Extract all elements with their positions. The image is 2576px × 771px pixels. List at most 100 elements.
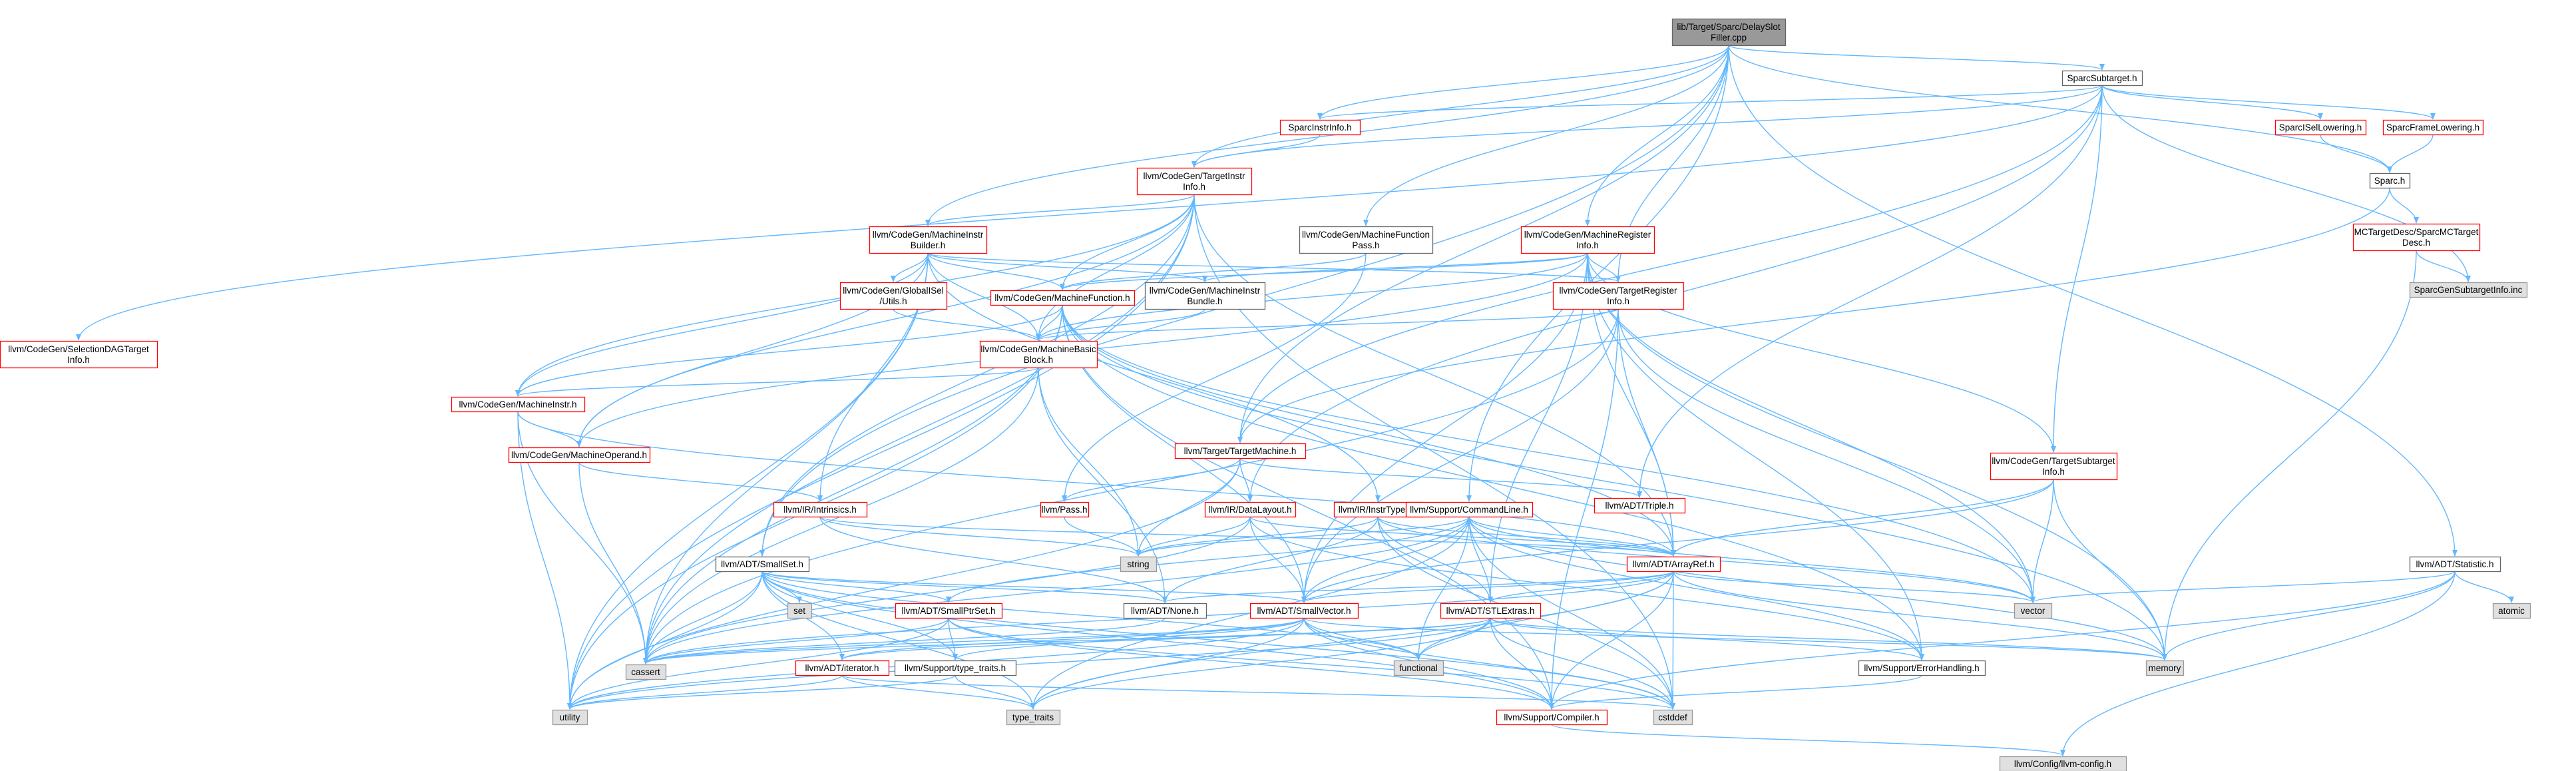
edge-root-to-sparcinstrinfo — [1317, 45, 1729, 120]
node-moperand[interactable]: llvm/CodeGen/MachineOperand.h — [508, 447, 651, 463]
node-sparcgensub: SparcGenSubtargetInfo.inc — [2409, 282, 2528, 298]
node-iterator[interactable]: llvm/ADT/iterator.h — [795, 660, 890, 676]
edge-targetreg-to-mbb — [1036, 308, 1619, 341]
node-errorhandling[interactable]: llvm/Support/ErrorHandling.h — [1858, 660, 1986, 676]
node-arrayref[interactable]: llvm/ADT/ArrayRef.h — [1626, 556, 1721, 573]
node-label: llvm/CodeGen/MachineInstr — [1150, 286, 1261, 296]
edge-stlextras-to-cstddef — [1490, 617, 1675, 710]
node-typetraits_h[interactable]: llvm/Support/type_traits.h — [894, 660, 1017, 676]
edge-sparcframe-to-sparch — [2387, 134, 2434, 173]
node-sparcframe[interactable]: SparcFrameLowering.h — [2382, 119, 2484, 136]
edge-mibuilder-to-mbb — [927, 252, 1041, 341]
node-label: functional — [1399, 663, 1438, 673]
node-cmdline[interactable]: llvm/Support/CommandLine.h — [1405, 501, 1534, 518]
edge-mbb-to-string — [1038, 367, 1141, 557]
edge-stlextras-to-errorhandling — [1490, 617, 1924, 660]
edge-smallset-to-smallptrset — [761, 571, 951, 603]
node-sparcisel[interactable]: SparcISelLowering.h — [2274, 119, 2367, 136]
edge-smallptrset-to-utility — [567, 617, 949, 710]
node-label: llvm/ADT/Statistic.h — [2416, 559, 2493, 569]
node-label: SparcInstrInfo.h — [1288, 123, 1351, 132]
edge-mibuilder-to-moperand — [576, 252, 929, 447]
node-instrtypes[interactable]: llvm/IR/InstrTypes.h — [1333, 501, 1423, 518]
edge-stlextras-to-functional — [1416, 617, 1491, 660]
edge-moperand-to-cassert — [578, 461, 648, 664]
node-label: Info.h — [2042, 467, 2065, 477]
node-box — [894, 660, 1017, 676]
edge-smallvector-to-iterator — [839, 617, 1305, 660]
node-statistic[interactable]: llvm/ADT/Statistic.h — [2409, 556, 2501, 573]
edge-root-to-mreginfo — [1585, 45, 1729, 226]
node-stlextras[interactable]: llvm/ADT/STLExtras.h — [1440, 603, 1542, 619]
node-sparcinstrinfo[interactable]: SparcInstrInfo.h — [1279, 119, 1361, 136]
edge-mreginfo-to-smallvector — [1301, 252, 1588, 603]
node-label: llvm/ADT/SmallVector.h — [1257, 606, 1351, 616]
edge-sparcsubtarget-to-sparcgensub — [2101, 85, 2471, 282]
node-box — [1990, 452, 2118, 481]
edge-cmdline-to-memory — [1468, 516, 2167, 660]
node-sparcsubtarget[interactable]: SparcSubtarget.h — [2061, 70, 2143, 87]
node-label: SparcGenSubtargetInfo.inc — [2414, 285, 2523, 295]
edge-root-to-sparch — [1728, 45, 2392, 173]
edge-sparch-to-mctarget — [2389, 187, 2419, 224]
node-box — [0, 340, 158, 369]
node-label: llvm/CodeGen/MachineOperand.h — [511, 450, 647, 460]
edge-targetreg-to-smallvector — [1301, 308, 1619, 603]
node-label: type_traits — [1012, 712, 1054, 722]
edge-smallset-to-none — [761, 571, 1168, 603]
edge-targetinstr-to-arrayref — [1193, 194, 1676, 557]
edge-sparcsubtarget-to-triple — [1637, 85, 2103, 498]
edge-targetmachine-to-triple — [1239, 457, 1642, 498]
node-datalayout[interactable]: llvm/IR/DataLayout.h — [1204, 501, 1297, 518]
node-label: llvm/CodeGen/TargetRegister — [1559, 286, 1677, 296]
node-smallvector[interactable]: llvm/ADT/SmallVector.h — [1249, 603, 1359, 619]
edge-cmdline-to-functional — [1416, 516, 1470, 660]
node-smallset[interactable]: llvm/ADT/SmallSet.h — [715, 556, 810, 573]
node-mfunction[interactable]: llvm/CodeGen/MachineFunction.h — [990, 290, 1136, 306]
edge-errorhandling-to-compiler — [1549, 674, 1922, 710]
node-triple[interactable]: llvm/ADT/Triple.h — [1594, 497, 1686, 514]
edge-arrayref-to-compiler — [1549, 571, 1674, 710]
node-label: llvm/ADT/ArrayRef.h — [1632, 559, 1714, 569]
node-label: llvm/CodeGen/SelectionDAGTarget — [8, 344, 149, 354]
node-label: Bundle.h — [1187, 296, 1222, 306]
node-globalisel[interactable]: llvm/CodeGen/GlobalISel/Utils.h — [839, 282, 948, 310]
node-targetmachine[interactable]: llvm/Target/TargetMachine.h — [1174, 443, 1307, 459]
node-sparch[interactable]: Sparc.h — [2369, 172, 2411, 189]
node-none[interactable]: llvm/ADT/None.h — [1123, 603, 1207, 619]
edge-mreginfo-to-errorhandling — [1587, 252, 1924, 660]
node-minstr[interactable]: llvm/CodeGen/MachineInstr.h — [451, 396, 586, 413]
edge-statistic-to-atomic — [2454, 571, 2514, 603]
edge-stlextras-to-utility — [567, 617, 1491, 710]
edge-compiler-to-llvmconfig — [1551, 724, 2065, 756]
node-compiler[interactable]: llvm/Support/Compiler.h — [1496, 709, 1608, 726]
edge-targetinstr-to-smallset — [759, 194, 1195, 557]
node-smallptrset[interactable]: llvm/ADT/SmallPtrSet.h — [895, 603, 1003, 619]
edge-smallvector-to-type_traits — [1030, 617, 1305, 710]
node-label: llvm/CodeGen/MachineBasic — [980, 344, 1096, 354]
node-box — [2352, 223, 2481, 252]
edge-cmdline-to-string — [1136, 516, 1470, 557]
edge-root-to-mibuilder — [925, 45, 1729, 226]
node-pass[interactable]: llvm/Pass.h — [1040, 501, 1090, 518]
edge-mibuilder-to-cassert — [643, 252, 929, 664]
edge-cmdline-to-errorhandling — [1468, 516, 1924, 660]
edge-mibuilder-to-globalisel — [891, 252, 929, 282]
node-box — [1626, 556, 1721, 573]
edge-targetreg-to-arrayref — [1617, 308, 1676, 557]
node-label: llvm/ADT/STLExtras.h — [1446, 606, 1535, 616]
edge-intrinsics-to-arrayref — [819, 516, 1676, 557]
node-label: llvm/CodeGen/MachineInstr.h — [459, 399, 576, 409]
node-intrinsics[interactable]: llvm/IR/Intrinsics.h — [773, 501, 868, 518]
